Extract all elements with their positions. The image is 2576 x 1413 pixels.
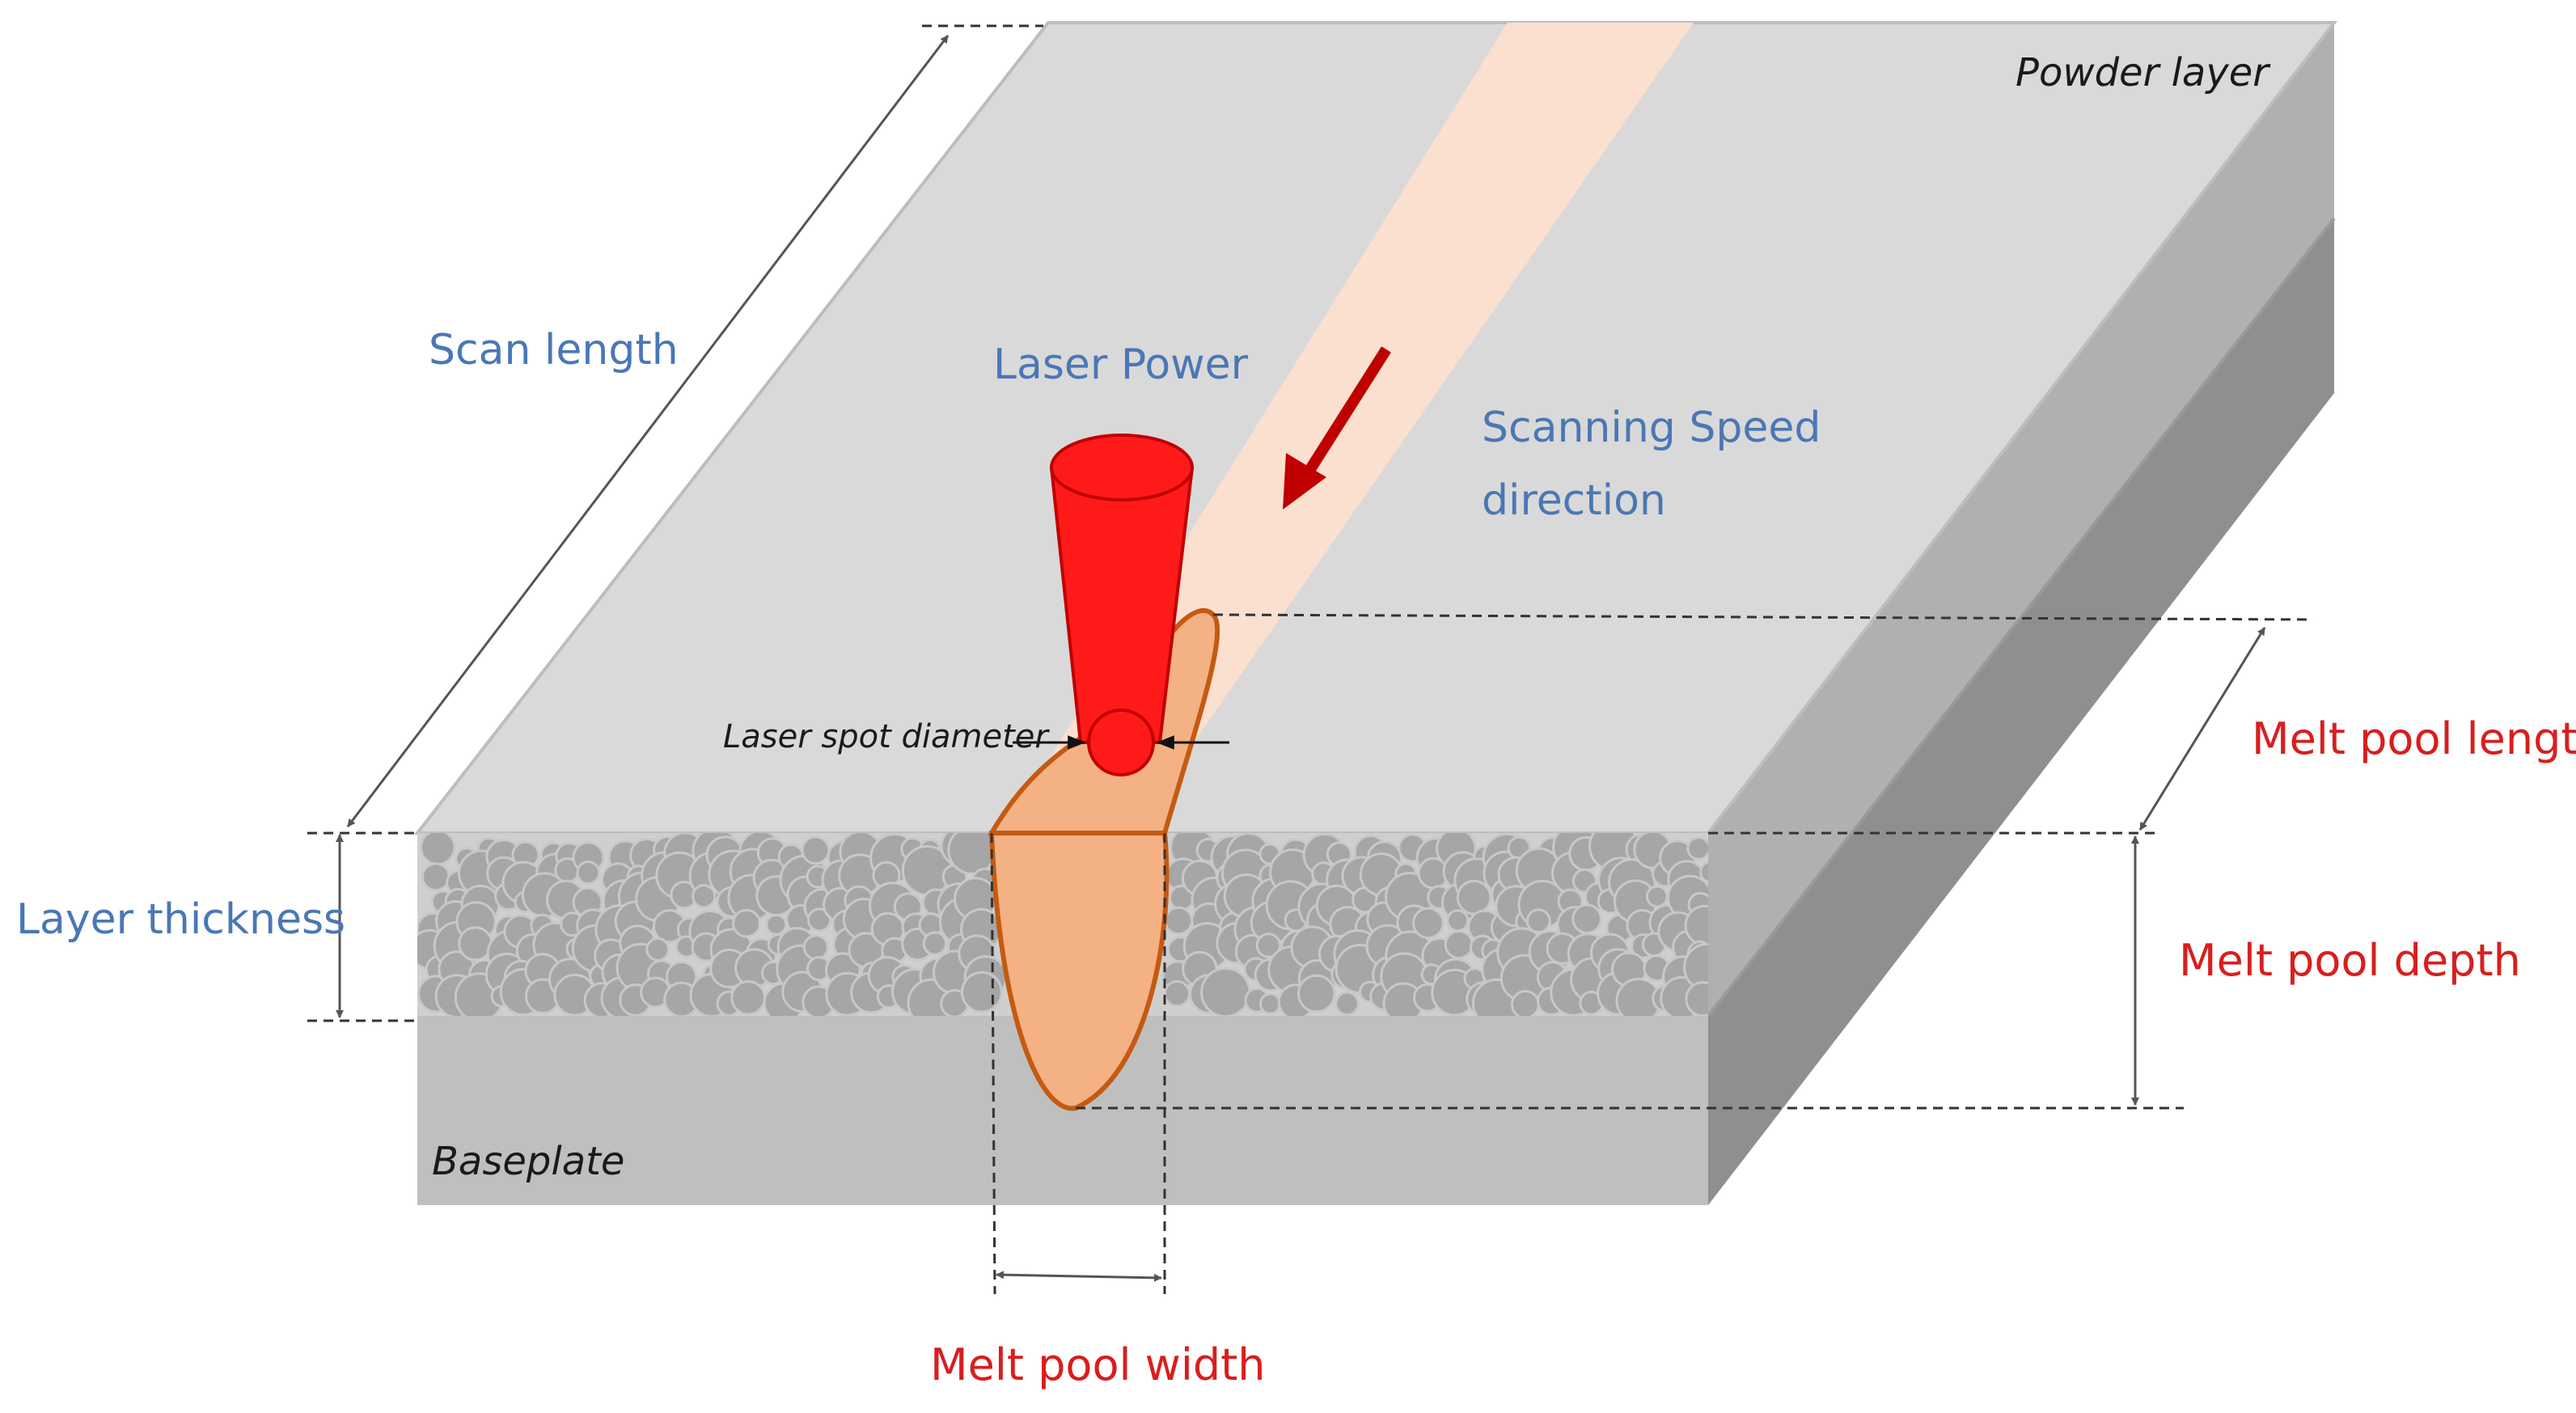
powder-particle <box>1571 903 1602 934</box>
label-laser-spot-diameter: Laser spot diameter <box>723 718 1050 755</box>
label-scanning-direction: direction <box>1482 476 1666 525</box>
powder-particle <box>645 937 670 962</box>
block-side-lower <box>1708 218 2334 1205</box>
powder-particle <box>1412 907 1445 940</box>
side-divider <box>1707 217 2336 1017</box>
powder-particle <box>1456 879 1492 916</box>
powder-particle <box>1258 992 1282 1015</box>
label-laser-power: Laser Power <box>993 341 1249 389</box>
label-melt-pool-depth: Melt pool depth <box>2179 935 2521 986</box>
powder-particle <box>1297 974 1336 1013</box>
powder-particle <box>801 836 831 865</box>
powder-particle <box>1510 989 1540 1016</box>
powder-particle <box>1699 861 1708 884</box>
powder-particle <box>1335 991 1360 1016</box>
label-layer-thickness: Layer thickness <box>16 895 345 944</box>
scan-direction-arrowhead <box>1283 453 1326 510</box>
label-powder-layer: Powder layer <box>2016 50 2271 95</box>
scan-direction-arrow <box>1297 346 1391 485</box>
label-scanning-speed: Scanning Speed <box>1482 404 1821 452</box>
label-scan-length: Scan length <box>429 326 679 374</box>
powder-particle <box>576 861 601 885</box>
powder-particle <box>1525 908 1551 934</box>
laser-top-ellipse <box>1050 434 1194 501</box>
powder-particle <box>419 833 456 866</box>
label-melt-pool-width: Melt pool width <box>930 1339 1266 1390</box>
powder-particle <box>765 913 788 936</box>
powder-particle <box>807 907 832 933</box>
dimension-arrows <box>336 35 2266 1282</box>
powder-particle <box>1645 885 1669 908</box>
powder-particle <box>802 934 830 961</box>
powder-particle <box>1444 929 1474 960</box>
powder-particle <box>730 979 766 1016</box>
powder-particle <box>1164 906 1194 936</box>
powder-particle <box>1200 967 1251 1016</box>
powder-particle <box>1446 909 1470 933</box>
powder-particle <box>421 862 450 891</box>
powder-particle <box>1163 979 1191 1008</box>
block-side-upper <box>1708 23 2334 1016</box>
powder-particle <box>732 908 761 938</box>
powder-particle <box>961 971 1003 1013</box>
powder-particles <box>417 833 1708 1016</box>
label-baseplate: Baseplate <box>432 1139 624 1184</box>
powder-particle <box>692 884 717 909</box>
label-melt-pool-length: Melt pool length <box>2252 713 2576 764</box>
powder-particle <box>1686 836 1708 861</box>
powder-particle <box>1255 933 1282 958</box>
reference-lines <box>307 24 2314 1295</box>
laser-spot <box>1087 709 1155 776</box>
powder-particle <box>1685 981 1708 1016</box>
powder-particle <box>922 931 948 956</box>
